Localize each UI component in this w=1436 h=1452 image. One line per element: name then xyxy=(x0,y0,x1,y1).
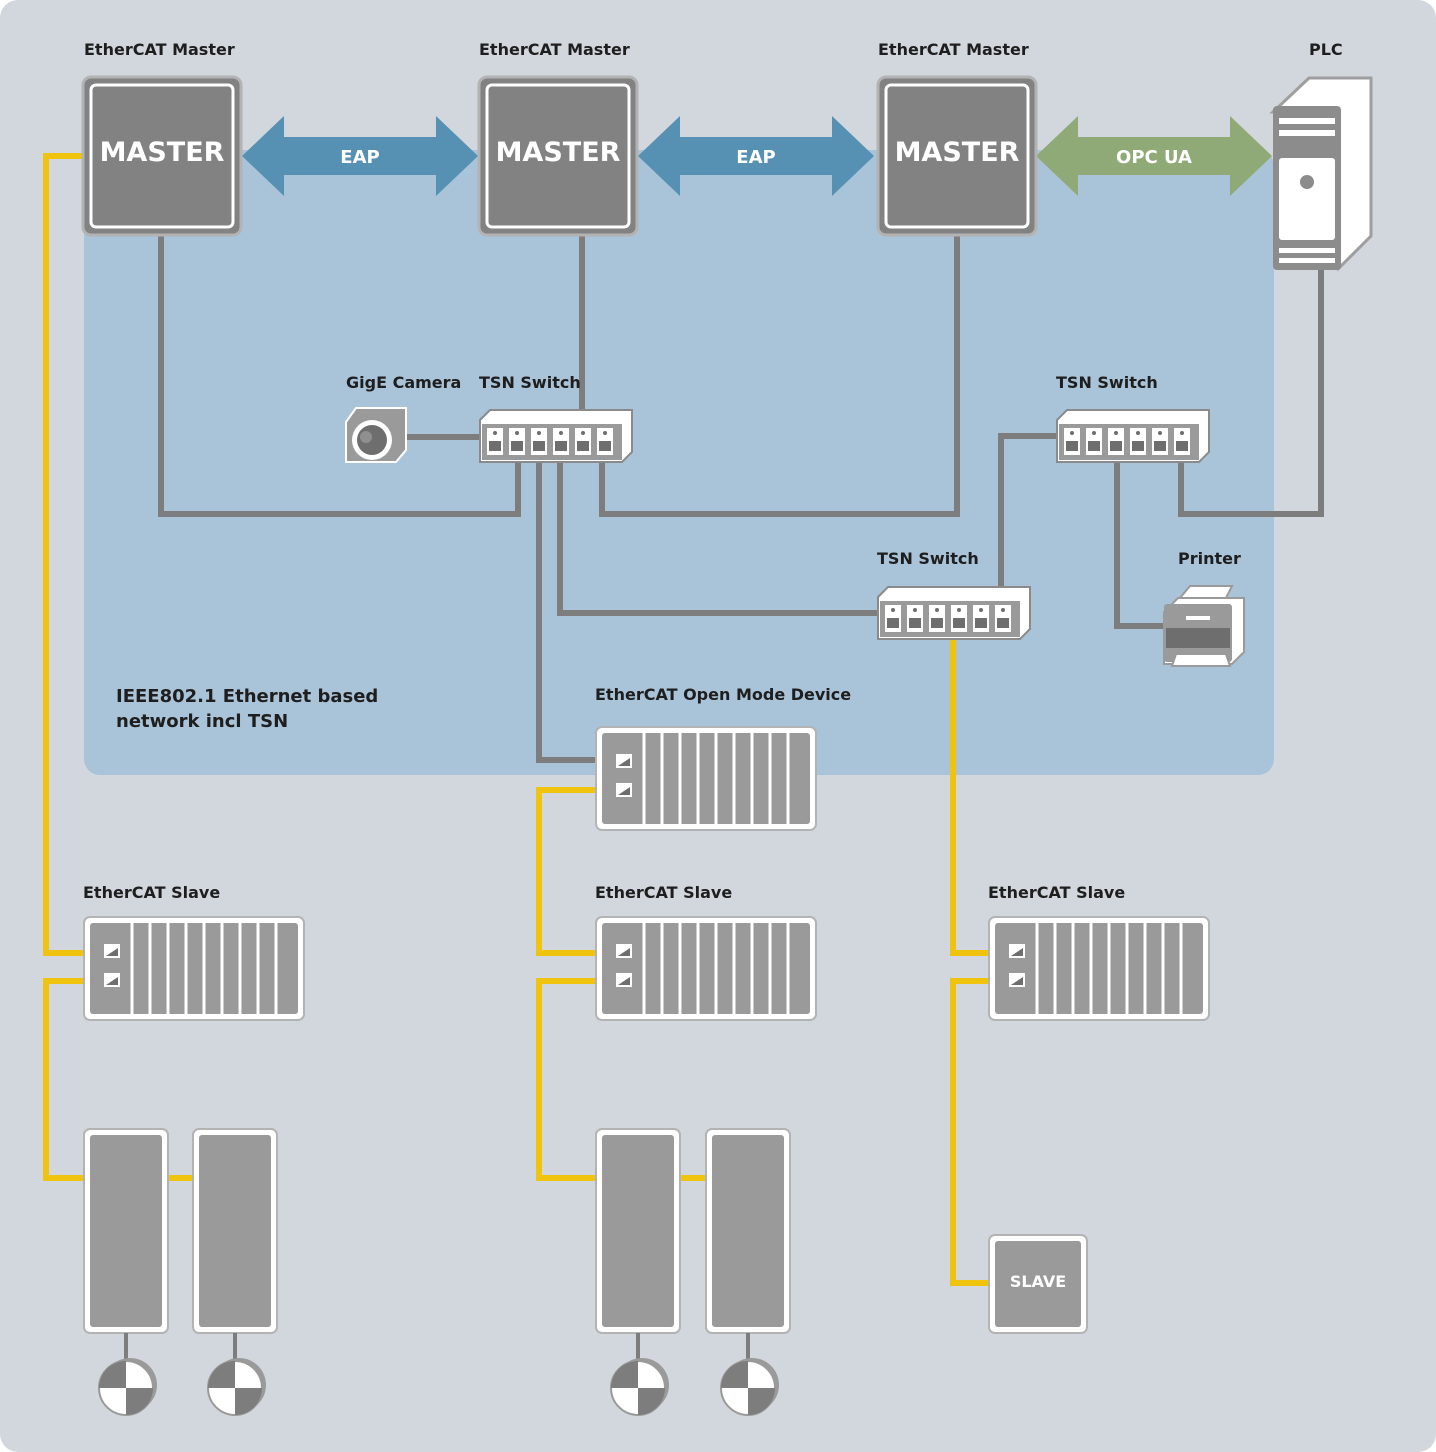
printer-label: Printer xyxy=(1178,549,1241,568)
slave-2-label: EtherCAT Slave xyxy=(595,883,732,902)
ethercat-slave-3[interactable]: EtherCAT Slave xyxy=(988,883,1210,1021)
servo-drive[interactable] xyxy=(192,1128,278,1334)
slave-device-text: SLAVE xyxy=(1010,1272,1066,1291)
eap-link-1: EAP xyxy=(242,116,478,196)
network-label-line2: network incl TSN xyxy=(116,711,288,732)
eap-link-2: EAP xyxy=(638,116,874,196)
tsn-switch-2-label: TSN Switch xyxy=(1056,373,1158,392)
slave-device[interactable]: SLAVE xyxy=(988,1234,1088,1334)
camera-label: GigE Camera xyxy=(346,373,461,392)
switch-icon xyxy=(1056,409,1210,463)
camera-icon xyxy=(345,407,407,463)
printer-icon xyxy=(1163,585,1245,667)
master-3-text: MASTER xyxy=(895,137,1020,168)
io-terminal-icon xyxy=(83,916,305,1021)
drive-group-left xyxy=(83,1128,278,1416)
master-3-label: EtherCAT Master xyxy=(878,40,1029,59)
ethernet-cables xyxy=(158,230,1324,763)
ethercat-open-mode-device[interactable]: EtherCAT Open Mode Device xyxy=(595,685,851,831)
slave-3-label: EtherCAT Slave xyxy=(988,883,1125,902)
plc-label: PLC xyxy=(1309,40,1343,59)
motor-icon xyxy=(98,1358,157,1416)
motor-icon xyxy=(610,1358,669,1416)
tsn-switch-1[interactable]: TSN Switch xyxy=(479,373,633,463)
ethercat-cables xyxy=(43,153,991,1286)
servo-drive[interactable] xyxy=(705,1128,791,1334)
plc[interactable]: PLC xyxy=(1269,40,1373,272)
master-2-label: EtherCAT Master xyxy=(479,40,630,59)
double-arrow-icon xyxy=(638,116,874,196)
double-arrow-icon xyxy=(1036,116,1272,196)
drive-group-middle xyxy=(595,1128,791,1416)
ethercat-master-2[interactable]: EtherCAT Master MASTER xyxy=(477,40,639,237)
tsn-switch-2[interactable]: TSN Switch xyxy=(1056,373,1210,463)
ethercat-master-1[interactable]: EtherCAT Master MASTER xyxy=(81,40,243,237)
slave-1-label: EtherCAT Slave xyxy=(83,883,220,902)
master-1-label: EtherCAT Master xyxy=(84,40,235,59)
motor-icon xyxy=(207,1358,266,1416)
servo-drive[interactable] xyxy=(595,1128,681,1334)
network-label-line1: IEEE802.1 Ethernet based xyxy=(116,686,378,707)
motor-icon xyxy=(720,1358,779,1416)
open-mode-device-label: EtherCAT Open Mode Device xyxy=(595,685,851,704)
gige-camera[interactable]: GigE Camera xyxy=(345,373,461,463)
eap-link-1-label: EAP xyxy=(340,147,379,168)
opc-ua-link-label: OPC UA xyxy=(1116,147,1192,168)
ethercat-slave-2[interactable]: EtherCAT Slave xyxy=(595,883,817,1021)
master-2-text: MASTER xyxy=(496,137,621,168)
io-terminal-icon xyxy=(595,916,817,1021)
ethercat-slave-1[interactable]: EtherCAT Slave xyxy=(83,883,305,1021)
tsn-switch-1-label: TSN Switch xyxy=(479,373,581,392)
io-terminal-icon xyxy=(595,726,817,831)
servo-drive[interactable] xyxy=(83,1128,169,1334)
tsn-switch-3-label: TSN Switch xyxy=(877,549,979,568)
plc-tower-icon xyxy=(1269,76,1373,272)
io-terminal-icon xyxy=(988,916,1210,1021)
tsn-switch-3[interactable]: TSN Switch xyxy=(877,549,1031,640)
eap-link-2-label: EAP xyxy=(736,147,775,168)
ethercat-master-3[interactable]: EtherCAT Master MASTER xyxy=(876,40,1038,237)
opc-ua-link: OPC UA xyxy=(1036,116,1272,196)
switch-icon xyxy=(877,586,1031,640)
master-1-text: MASTER xyxy=(100,137,225,168)
printer[interactable]: Printer xyxy=(1163,549,1245,667)
switch-icon xyxy=(479,409,633,463)
double-arrow-icon xyxy=(242,116,478,196)
